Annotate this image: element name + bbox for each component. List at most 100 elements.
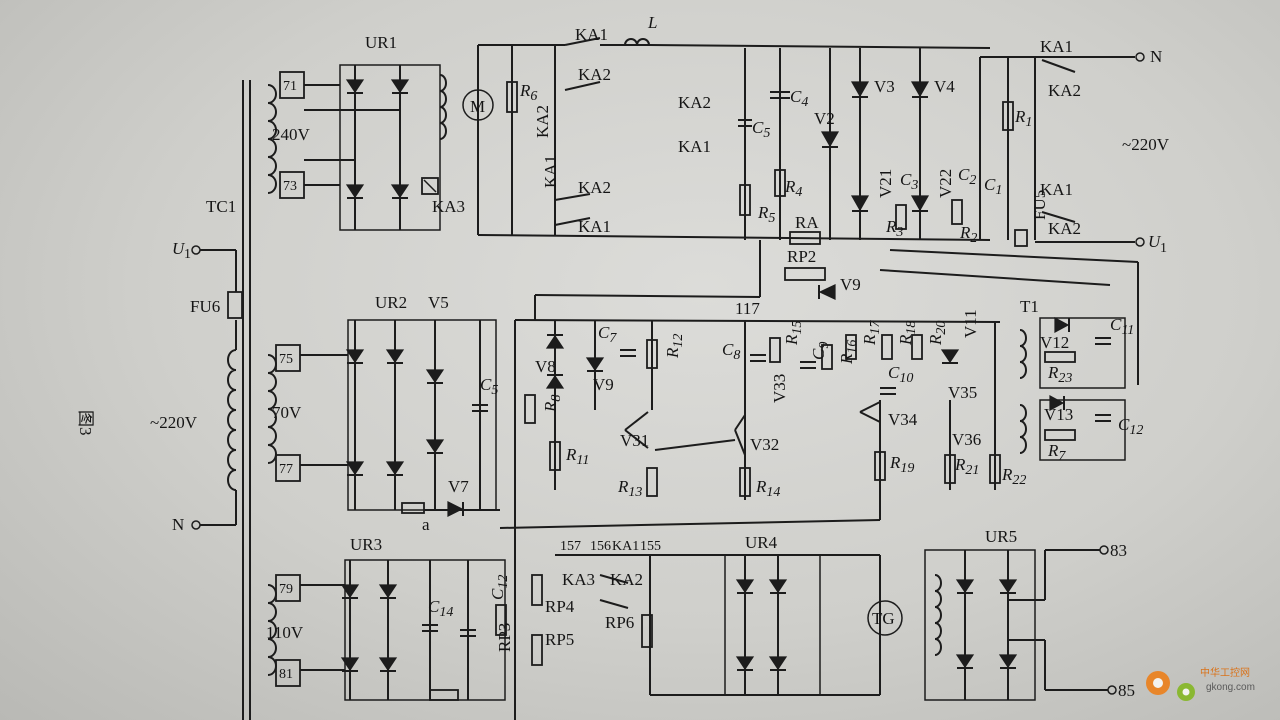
svg-text:M: M [470, 97, 485, 116]
svg-text:77: 77 [279, 462, 293, 477]
svg-text:RP4: RP4 [545, 597, 575, 616]
tc1-label: TC1 [206, 197, 236, 216]
ka3-coil-label: KA3 [432, 197, 465, 216]
svg-text:V32: V32 [750, 435, 779, 454]
bridge-ur5: UR5 83 85 [924, 527, 1135, 701]
svg-text:V13: V13 [1044, 405, 1073, 424]
resistor-r9 [549, 441, 561, 471]
svg-text:KA1: KA1 [1040, 37, 1073, 56]
svg-text:R16: R16 [837, 340, 860, 365]
svg-text:V34: V34 [888, 410, 918, 429]
svg-text:V2: V2 [814, 109, 835, 128]
svg-text:C11: C11 [1110, 315, 1134, 338]
winding-240v-label: 240V [272, 125, 311, 144]
svg-text:C2: C2 [958, 165, 976, 188]
svg-text:C3: C3 [900, 170, 918, 193]
svg-text:gkong.com: gkong.com [1206, 682, 1255, 693]
svg-text:71: 71 [283, 79, 297, 94]
resistor-r22 [1044, 429, 1076, 441]
fuse-fu6 [227, 291, 243, 319]
svg-text:R19: R19 [889, 453, 914, 476]
thyristor-v21 [850, 195, 870, 212]
primary-coil [227, 349, 237, 491]
svg-text:C5: C5 [752, 118, 770, 141]
svg-text:RP2: RP2 [787, 247, 816, 266]
diode-v13 [1049, 394, 1065, 412]
bridge-ur1: UR1 KA3 [304, 33, 465, 231]
svg-text:73: 73 [283, 179, 297, 194]
fu6-label: FU6 [190, 297, 220, 316]
svg-text:V11: V11 [961, 309, 980, 338]
terminal-83[interactable] [1099, 545, 1109, 555]
diode-v10 [818, 284, 836, 300]
svg-text:R21: R21 [954, 455, 979, 478]
fuse-fu5 [1014, 229, 1028, 247]
svg-text:R11: R11 [565, 445, 589, 468]
svg-text:T1: T1 [1020, 297, 1039, 316]
svg-text:中华工控网: 中华工控网 [1200, 666, 1250, 679]
svg-text:R1: R1 [1014, 107, 1032, 130]
svg-text:156: 156 [590, 539, 611, 554]
ur1-label: UR1 [365, 33, 397, 52]
diode-v12 [1054, 316, 1070, 334]
svg-text:V21: V21 [876, 169, 895, 198]
svg-text:RP5: RP5 [545, 630, 574, 649]
svg-text:R5: R5 [757, 203, 775, 226]
primary-voltage-label: ~220V [150, 413, 198, 432]
armature-circuit: M R6 KA1 KA2 KA2 KA1 L KA1 KA2 [462, 13, 991, 241]
secondary-coil-70v [267, 354, 277, 464]
pulse-transformer-t1: T1 V12 V13 R23 R7 C11 C12 [879, 249, 1143, 464]
svg-text:R8: R8 [541, 395, 564, 413]
svg-text:V22: V22 [936, 169, 955, 198]
svg-text:R4: R4 [784, 177, 802, 200]
terminal-85[interactable] [1107, 685, 1117, 695]
transformer-tc1: TC1 FU6 ~220V U 1 N 图3 71 73 240V 75 77 … [76, 71, 311, 720]
svg-text:C12: C12 [1118, 415, 1143, 438]
svg-text:V12: V12 [1040, 333, 1069, 352]
svg-text:RP6: RP6 [605, 613, 634, 632]
thyristor-v22 [910, 195, 930, 212]
resistor-ra [789, 231, 821, 245]
svg-text:1: 1 [184, 247, 191, 262]
secondary-coil-110v [267, 584, 277, 676]
relay-ka3-coil [421, 177, 439, 195]
svg-text:L: L [647, 13, 657, 32]
svg-text:V33: V33 [770, 374, 789, 403]
diode-v11 [940, 349, 960, 364]
svg-text:RP3: RP3 [495, 623, 514, 652]
svg-text:V3: V3 [874, 77, 895, 96]
terminal-n-primary[interactable] [191, 520, 201, 530]
terminal-u1-line[interactable] [1135, 237, 1145, 247]
svg-text:TG: TG [872, 609, 895, 628]
svg-text:V8: V8 [535, 357, 556, 376]
bridge-ur4: TG UR4 [724, 533, 903, 696]
power-stage: KA2 KA1 C4 C5 R4 R5 V3 V4 V2 V21 V22 RA … [678, 48, 1002, 318]
svg-text:KA1: KA1 [578, 217, 611, 236]
svg-text:UR4: UR4 [745, 533, 778, 552]
svg-text:C7: C7 [598, 323, 617, 346]
svg-text:KA2: KA2 [578, 65, 611, 84]
svg-text:85: 85 [1118, 681, 1135, 700]
terminal-n-line[interactable] [1135, 52, 1145, 62]
svg-text:KA2: KA2 [1048, 81, 1081, 100]
resistor-r18 [911, 334, 923, 360]
svg-text:UR2: UR2 [375, 293, 407, 312]
resistor-r16 [881, 334, 893, 360]
svg-text:KA2: KA2 [610, 570, 643, 589]
svg-text:KA2: KA2 [678, 93, 711, 112]
terminal-u1[interactable] [191, 245, 201, 255]
svg-text:81: 81 [279, 667, 293, 682]
svg-text:R20: R20 [926, 321, 949, 346]
svg-text:KA2: KA2 [578, 178, 611, 197]
pot-rp4 [531, 634, 543, 666]
resistor-r19 [944, 454, 956, 484]
resistor-r17 [874, 451, 886, 481]
svg-text:R15: R15 [782, 321, 805, 346]
svg-text:R2: R2 [959, 223, 977, 246]
speed-reference: 157 156 KA1 155 KA3 KA2 RP4 RP5 RP6 [531, 539, 881, 696]
svg-text:UR5: UR5 [985, 527, 1017, 546]
svg-text:R17: R17 [860, 320, 883, 346]
resistor-r5 [739, 184, 751, 216]
svg-text:KA1: KA1 [678, 137, 711, 156]
